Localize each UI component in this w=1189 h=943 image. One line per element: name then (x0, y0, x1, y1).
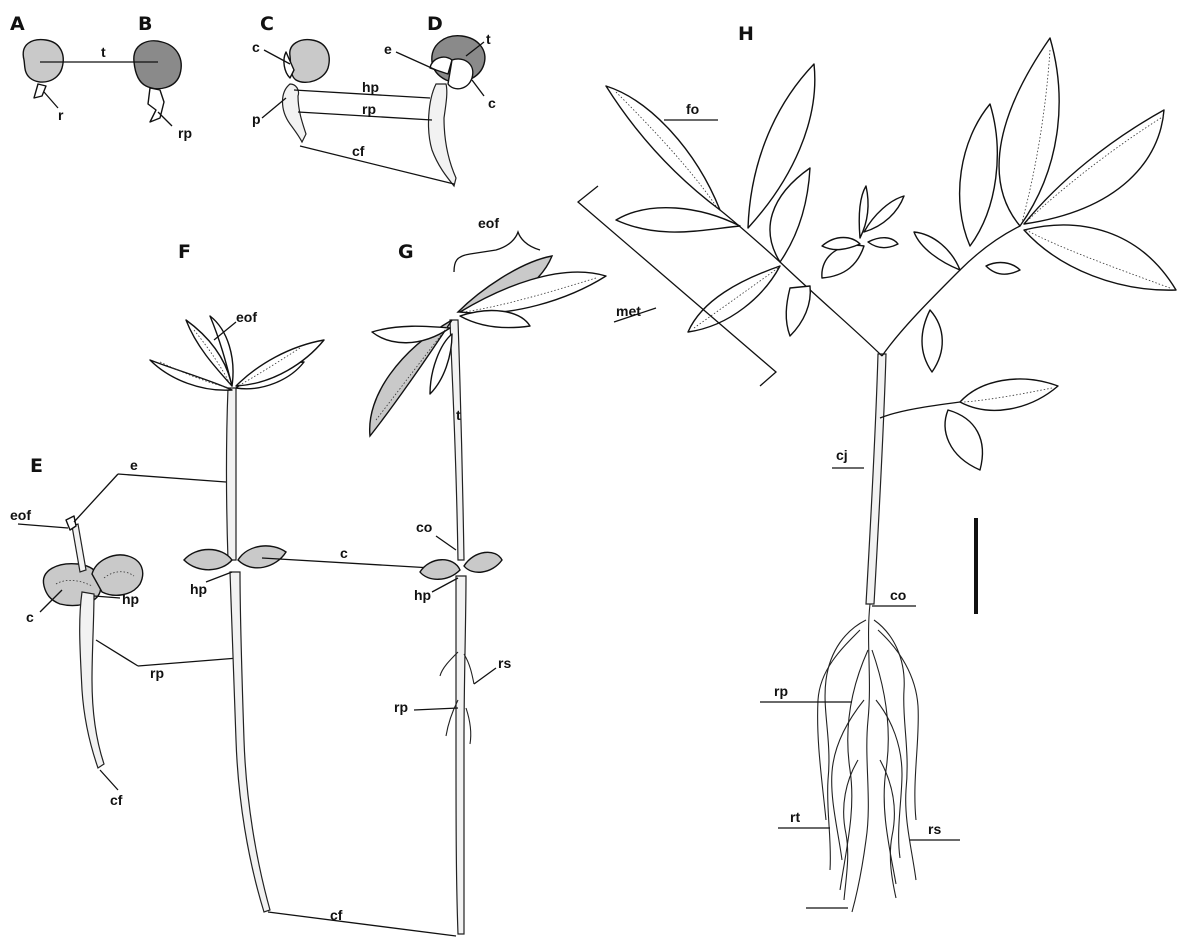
label-c-d: c (488, 95, 496, 111)
leader-e-d (396, 52, 436, 70)
plant-drawing-h (606, 38, 1176, 912)
label-t-g: t (456, 407, 461, 423)
label-hp-f: hp (190, 581, 207, 597)
leader-e-ef (74, 474, 118, 522)
leader-co-g (436, 536, 456, 550)
leader-hp-f (206, 572, 232, 582)
label-rp-cd: rp (362, 101, 376, 117)
label-r-a: r (58, 107, 64, 123)
label-co-g: co (416, 519, 432, 535)
label-eof-f: eof (236, 309, 257, 325)
panel-label-a: A (10, 13, 25, 35)
seed-drawing-a (23, 40, 63, 98)
panel-label-f: F (178, 241, 191, 263)
panel-label-g: G (398, 241, 414, 263)
label-e-ef: e (130, 457, 138, 473)
leader-p-c (262, 98, 286, 118)
leader-cf-cd (300, 146, 454, 184)
label-p-c: p (252, 111, 261, 127)
label-e-d: e (384, 41, 392, 57)
leader-cf-fg (268, 912, 456, 936)
label-c-fg: c (340, 545, 348, 561)
seedling-drawing-e (43, 516, 142, 768)
seed-drawing-b (134, 41, 181, 122)
label-co-h: co (890, 587, 906, 603)
label-rp-b: rp (178, 125, 192, 141)
label-cf-fg: cf (330, 907, 343, 923)
panel-label-h: H (738, 23, 754, 45)
leader-r-a (44, 92, 58, 108)
label-rt-h: rt (790, 809, 800, 825)
leader-hp-g (432, 578, 458, 592)
leader-rp-b (158, 112, 172, 126)
label-hp-cd: hp (362, 79, 379, 95)
leader-cf-e (100, 770, 118, 790)
label-t-d: t (486, 31, 491, 47)
label-rp-h: rp (774, 683, 788, 699)
label-fo-h: fo (686, 101, 699, 117)
label-eof-g: eof (478, 215, 499, 231)
panel-label-b: B (138, 13, 152, 35)
label-cf-e: cf (110, 792, 123, 808)
panel-label-e: E (30, 455, 43, 477)
panel-label-d: D (427, 13, 443, 35)
leader-e-ef-2 (118, 474, 226, 482)
label-rp-g: rp (394, 699, 408, 715)
label-c-e: c (26, 609, 34, 625)
label-cf-cd: cf (352, 143, 365, 159)
label-eof-e: eof (10, 507, 31, 523)
leader-rp-ef (96, 640, 138, 666)
panel-label-c: C (260, 13, 274, 35)
leader-eof-e (18, 524, 68, 528)
label-cj-h: cj (836, 447, 848, 463)
label-t-ab: t (101, 44, 106, 60)
seedling-drawing-g (370, 256, 606, 934)
seedling-drawing-d (429, 36, 485, 186)
label-rp-ef: rp (150, 665, 164, 681)
leader-c-d (472, 80, 484, 96)
label-rs-g: rs (498, 655, 511, 671)
leader-rp-g (414, 708, 458, 710)
label-rs-h: rs (928, 821, 941, 837)
label-hp-g: hp (414, 587, 431, 603)
leader-rs-g (474, 668, 496, 684)
label-c-c: c (252, 39, 260, 55)
seedling-drawing-f (150, 316, 324, 912)
label-hp-e: hp (122, 591, 139, 607)
